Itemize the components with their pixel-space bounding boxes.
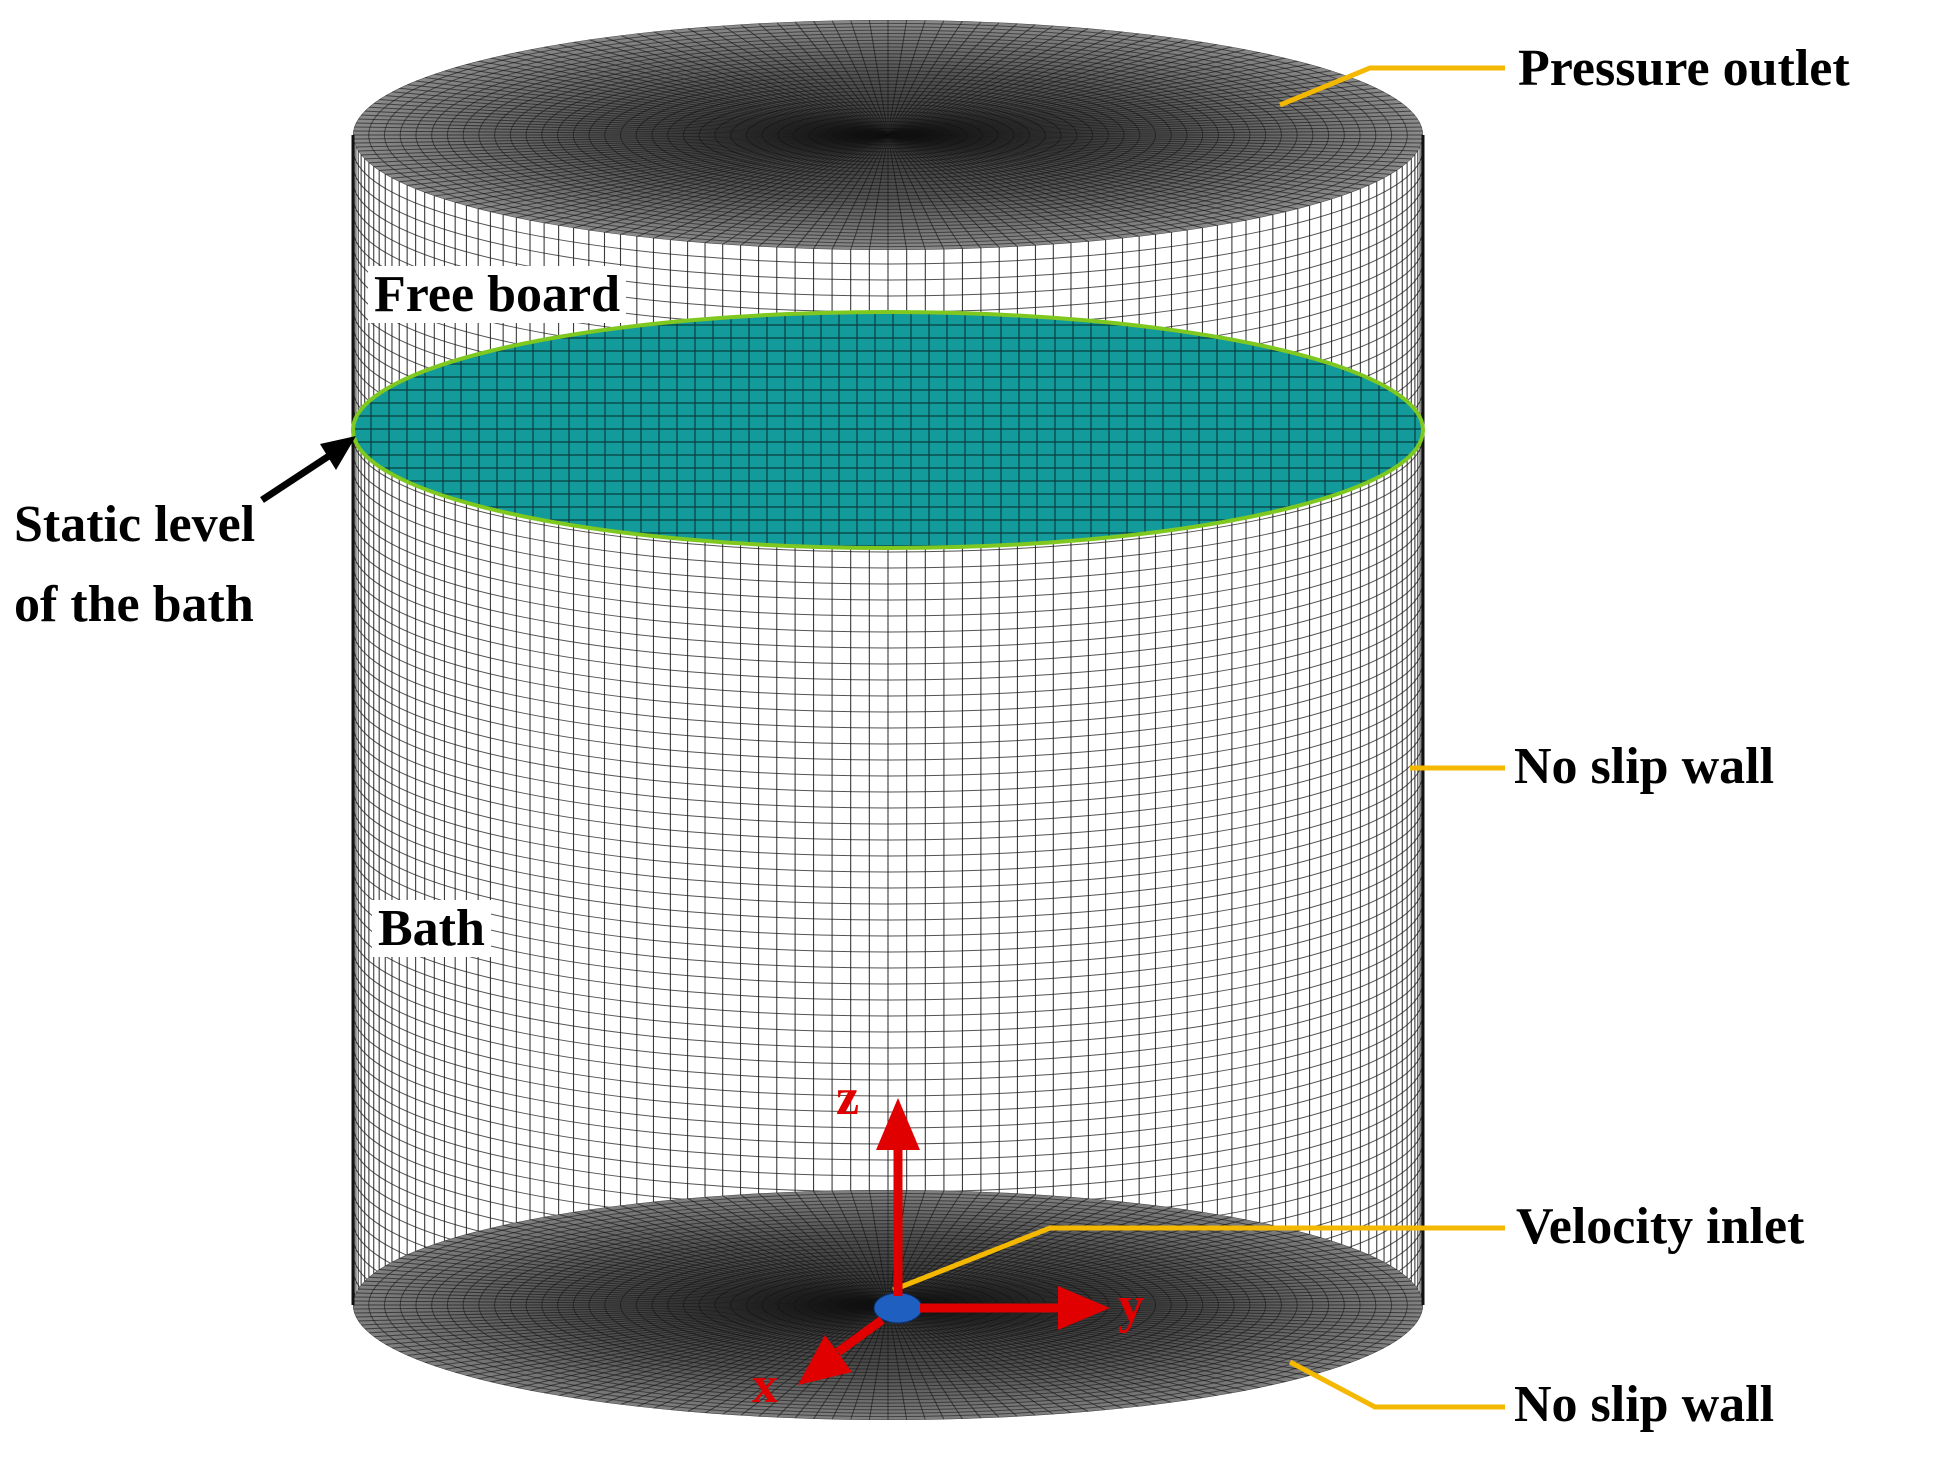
x-axis-arrow <box>798 1316 885 1385</box>
axis-label-x: x <box>752 1357 778 1414</box>
label-static-level-line2: of the bath <box>14 576 254 633</box>
bath-surface-outline <box>351 310 1425 550</box>
coordinate-axes <box>798 1098 1110 1385</box>
static-level-pointer-arrow <box>260 436 356 503</box>
label-free-board: Free board <box>368 266 626 324</box>
label-no-slip-wall-side: No slip wall <box>1514 738 1775 795</box>
leader-lines <box>892 65 1505 1410</box>
velocity-inlet-marker <box>873 1292 923 1324</box>
top-cap-grid <box>353 20 1423 250</box>
bath-static-surface <box>351 310 1425 550</box>
leader-velocity-inlet <box>892 1225 1505 1293</box>
label-pressure-outlet: Pressure outlet <box>1518 40 1850 97</box>
leader-no-slip-wall-bottom <box>1288 1359 1505 1410</box>
top-cap-mesh <box>353 20 1423 250</box>
z-axis-arrow <box>876 1098 920 1296</box>
label-no-slip-wall-bottom: No slip wall <box>1514 1376 1775 1433</box>
leader-pressure-outlet <box>1279 65 1505 108</box>
axis-label-z: z <box>836 1069 860 1126</box>
label-static-level-line1: Static level <box>14 496 256 553</box>
y-axis-arrow <box>920 1286 1110 1330</box>
bath-surface-fill <box>353 312 1423 548</box>
label-velocity-inlet: Velocity inlet <box>1516 1198 1805 1255</box>
label-bath: Bath <box>372 900 491 958</box>
axis-label-y: y <box>1118 1277 1144 1334</box>
